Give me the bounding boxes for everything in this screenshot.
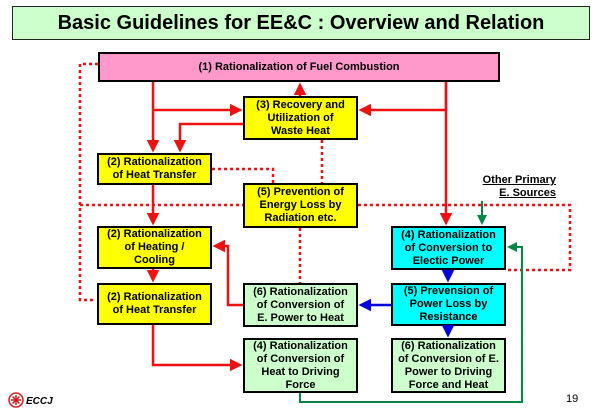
conversion-heat-driving-box: (4) Rationalization of Conversion of Hea… xyxy=(243,338,358,393)
recovery-waste-heat-box: (3) Recovery and Utilization of Waste He… xyxy=(243,96,358,140)
dotted-prevention-right xyxy=(358,203,572,272)
prevention-power-loss-box: (5) Prevension of Power Loss by Resistan… xyxy=(391,283,506,326)
arrow-driving-to-electric xyxy=(299,242,523,403)
dotted-left-loop xyxy=(78,62,98,302)
dotted-heat-to-prevention xyxy=(212,167,275,183)
heat-transfer-top-box: (2) Rationalization of Heat Transfer xyxy=(97,153,212,185)
heat-transfer-bottom-box: (2) Rationalization of Heat Transfer xyxy=(97,283,212,325)
arrow-recovery-to-heattransfer xyxy=(173,122,243,153)
conversion-power-to-heat-box: (6) Rationalization of Conversion of E. … xyxy=(243,283,358,327)
heating-cooling-box: (2) Rationalization of Heating / Cooling xyxy=(97,226,212,269)
page-number: 19 xyxy=(566,393,579,405)
eccj-logo-icon xyxy=(8,392,24,408)
conversion-power-driving-box: (6) Rationalization of Conversion of E. … xyxy=(391,338,506,393)
conversion-electric-power-box: (4) Rationalization of Conversion to Ele… xyxy=(391,226,506,270)
arrow-power-to-heating xyxy=(212,239,243,307)
prevention-radiation-box: (5) Prevention of Energy Loss by Radiati… xyxy=(243,183,358,228)
page-title: Basic Guidelines for EE&C : Overview and… xyxy=(12,6,590,40)
fuel-combustion-box: (1) Rationalization of Fuel Combustion xyxy=(98,52,500,82)
arrow-heattransfer2-to-driving xyxy=(151,325,243,372)
eccj-logo-text: ECCJ xyxy=(26,396,53,407)
other-primary-sources-label: Other Primary E. Sources xyxy=(482,174,556,199)
arrow-fuel-right-to-recovery xyxy=(358,82,448,117)
